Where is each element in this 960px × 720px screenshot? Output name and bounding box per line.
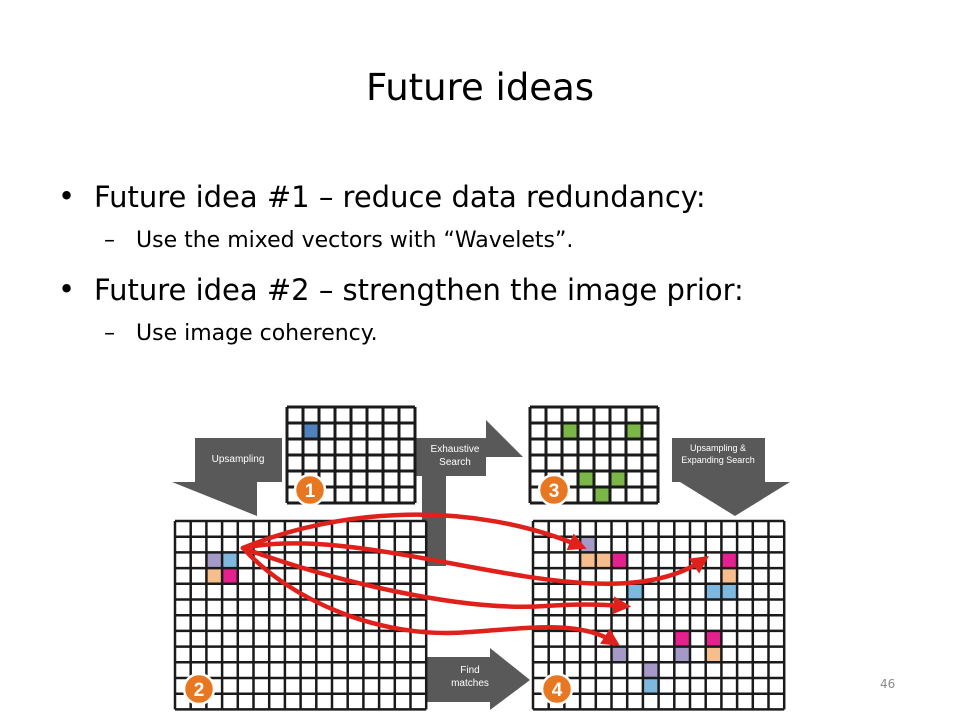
match-arrow: [240, 545, 632, 615]
highlighted-cell: [705, 630, 722, 647]
upsampling-label: Upsampling: [212, 454, 265, 465]
bullet-item: • Future idea #2 – strengthen the image …: [56, 272, 936, 307]
exhaustive-search-arrow: [414, 420, 523, 566]
dash-icon: –: [104, 228, 115, 253]
sub-bullet-item: – Use image coherency.: [56, 321, 936, 346]
match-arrow: [240, 512, 587, 551]
dash-icon: –: [104, 321, 115, 346]
highlighted-cell: [580, 536, 596, 553]
highlighted-cell: [222, 568, 238, 584]
highlighted-cell: [705, 583, 722, 600]
highlighted-cell: [626, 423, 642, 439]
step-badge-number: 2: [194, 680, 205, 701]
highlighted-cell: [611, 646, 628, 663]
highlighted-cell: [595, 552, 612, 569]
highlighted-cell: [303, 423, 319, 439]
highlighted-cell: [562, 423, 578, 439]
highlighted-cell: [642, 678, 659, 694]
upsampling-expanding-arrow: [672, 438, 790, 516]
slide-number: 46: [880, 677, 896, 691]
highlighted-cell: [627, 583, 643, 600]
highlighted-cell: [721, 568, 738, 584]
highlighted-cell: [206, 552, 223, 569]
highlighted-cell: [610, 471, 626, 487]
upsampling-expanding-label: Upsampling &Expanding Search: [681, 443, 755, 465]
highlighted-cell: [611, 552, 628, 569]
step-badge-number: 4: [552, 680, 563, 701]
highlighted-cell: [674, 630, 690, 647]
highlighted-cell: [674, 646, 690, 663]
step-badge-number: 3: [549, 481, 560, 502]
highlighted-cell: [721, 552, 738, 569]
bullet-list: • Future idea #1 – reduce data redundanc…: [56, 179, 936, 366]
sub-bullet-item: – Use the mixed vectors with “Wavelets”.: [56, 228, 936, 253]
step-badge: [293, 473, 327, 507]
find-matches-arrow: [426, 648, 530, 710]
match-arrow: [240, 541, 709, 586]
highlighted-cell: [721, 583, 738, 600]
highlighted-cell: [222, 552, 238, 569]
highlighted-cell: [594, 487, 610, 503]
highlighted-cell: [578, 471, 594, 487]
step-badge: [540, 672, 574, 706]
bullet-item: • Future idea #1 – reduce data redundanc…: [56, 179, 936, 214]
grid-step-4: [531, 519, 786, 711]
step-badge: [182, 672, 216, 706]
slide-title: Future ideas: [365, 66, 595, 109]
highlighted-cell: [705, 646, 722, 663]
sub-bullet-text: Use image coherency.: [136, 321, 378, 346]
step-badge-number: 1: [305, 481, 316, 502]
match-arrow: [240, 545, 621, 646]
highlighted-cell: [642, 662, 659, 678]
highlighted-cell: [206, 568, 223, 584]
sub-bullet-text: Use the mixed vectors with “Wavelets”.: [136, 228, 574, 253]
bullet-dot-icon: •: [58, 272, 76, 306]
highlighted-cell: [580, 552, 596, 569]
bullet-text: Future idea #1 – reduce data redundancy:: [94, 180, 706, 214]
upsampling-arrow: [172, 438, 282, 516]
bullet-dot-icon: •: [58, 179, 76, 213]
step-badge: [537, 473, 571, 507]
bullet-text: Future idea #2 – strengthen the image pr…: [94, 273, 744, 307]
